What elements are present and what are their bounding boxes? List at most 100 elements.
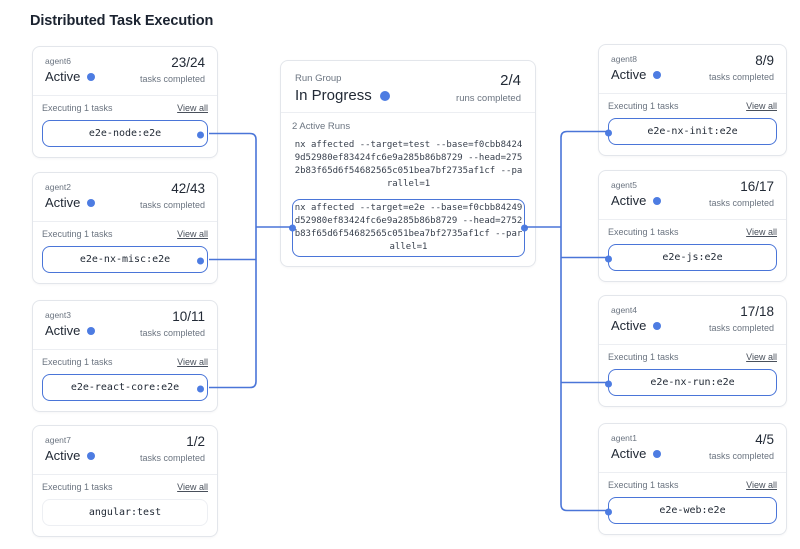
tasks-caption: tasks completed <box>139 453 205 463</box>
agent-name: agent7 <box>45 435 71 445</box>
task-pill[interactable]: e2e-node:e2e <box>42 120 208 147</box>
connector-dot <box>197 385 204 392</box>
executing-label: Executing 1 tasks <box>42 229 113 239</box>
connector-dot <box>605 380 612 387</box>
view-all-link[interactable]: View all <box>177 229 208 239</box>
agent-card-agent7: agent7 Active 1/2 tasks completed Execut… <box>32 425 218 537</box>
run-command-text: nx affected --target=e2e --base=f0cbb842… <box>294 203 523 252</box>
view-all-link[interactable]: View all <box>746 352 777 362</box>
agent-card-agent5: agent5 Active 16/17 tasks completed Exec… <box>598 170 787 282</box>
runs-caption: runs completed <box>456 93 521 104</box>
run-group-status: In Progress <box>295 85 390 107</box>
agent-name: agent6 <box>45 56 71 66</box>
active-status-dot-icon <box>87 451 96 460</box>
connector-dot <box>605 508 612 515</box>
task-pill[interactable]: e2e-react-core:e2e <box>42 374 208 401</box>
agent-card-header: agent6 Active 23/24 tasks completed <box>33 47 217 96</box>
executing-label: Executing 1 tasks <box>42 103 113 113</box>
agent-name: agent2 <box>45 182 71 192</box>
task-pill[interactable]: angular:test <box>42 499 208 526</box>
tasks-caption: tasks completed <box>708 198 774 208</box>
agent-card-agent8: agent8 Active 8/9 tasks completed Execut… <box>598 44 787 156</box>
active-status-dot-icon <box>653 321 662 330</box>
agent-card-header: agent1 Active 4/5 tasks completed <box>599 424 786 473</box>
tasks-caption: tasks completed <box>139 200 205 210</box>
agent-status: Active <box>45 193 96 212</box>
agent-name: agent4 <box>611 305 637 315</box>
connector-dot <box>289 224 296 232</box>
agent-status-label: Active <box>45 323 81 338</box>
executing-label: Executing 1 tasks <box>608 227 679 237</box>
agent-card-agent2: agent2 Active 42/43 tasks completed Exec… <box>32 172 218 284</box>
agent-status: Active <box>45 67 96 86</box>
agent-status: Active <box>611 65 662 84</box>
view-all-link[interactable]: View all <box>746 101 777 111</box>
agent-card-agent6: agent6 Active 23/24 tasks completed Exec… <box>32 46 218 158</box>
agent-status-label: Active <box>611 318 647 333</box>
view-all-link[interactable]: View all <box>177 357 208 367</box>
active-status-dot-icon <box>653 449 662 458</box>
agent-card-agent3: agent3 Active 10/11 tasks completed Exec… <box>32 300 218 412</box>
connector-dot <box>197 131 204 138</box>
agent-status: Active <box>611 316 662 335</box>
task-pill[interactable]: e2e-web:e2e <box>608 497 777 524</box>
agent-name: agent1 <box>611 433 637 443</box>
active-status-dot-icon <box>87 198 96 207</box>
tasks-caption: tasks completed <box>708 451 774 461</box>
executing-label: Executing 1 tasks <box>608 101 679 111</box>
executing-label: Executing 1 tasks <box>42 482 113 492</box>
agent-name: agent5 <box>611 180 637 190</box>
executing-label: Executing 1 tasks <box>608 480 679 490</box>
runs-fraction: 2/4 <box>500 72 521 89</box>
view-all-link[interactable]: View all <box>746 227 777 237</box>
agent-card-header: agent7 Active 1/2 tasks completed <box>33 426 217 475</box>
agent-card-header: agent4 Active 17/18 tasks completed <box>599 296 786 345</box>
task-pill[interactable]: e2e-nx-run:e2e <box>608 369 777 396</box>
run-group-label: Run Group <box>295 73 342 84</box>
agent-status-label: Active <box>45 448 81 463</box>
agent-card-header: agent2 Active 42/43 tasks completed <box>33 173 217 222</box>
agent-card-header: agent8 Active 8/9 tasks completed <box>599 45 786 94</box>
connector-dot <box>521 224 528 232</box>
run-group-status-label: In Progress <box>295 87 372 104</box>
page-title: Distributed Task Execution <box>30 13 214 29</box>
task-pill[interactable]: e2e-js:e2e <box>608 244 777 271</box>
agent-status-label: Active <box>45 69 81 84</box>
active-status-dot-icon <box>87 72 96 81</box>
agent-status-label: Active <box>611 193 647 208</box>
view-all-link[interactable]: View all <box>177 482 208 492</box>
agent-card-header: agent5 Active 16/17 tasks completed <box>599 171 786 220</box>
view-all-link[interactable]: View all <box>177 103 208 113</box>
tasks-fraction: 42/43 <box>171 181 205 196</box>
tasks-fraction: 23/24 <box>171 55 205 70</box>
tasks-fraction: 10/11 <box>172 309 205 324</box>
agent-card-agent4: agent4 Active 17/18 tasks completed Exec… <box>598 295 787 407</box>
tasks-caption: tasks completed <box>139 74 205 84</box>
agent-status: Active <box>611 191 662 210</box>
run-command[interactable]: nx affected --target=test --base=f0cbb84… <box>292 136 525 194</box>
agent-status-label: Active <box>45 195 81 210</box>
connector-dot <box>197 257 204 264</box>
tasks-caption: tasks completed <box>708 72 774 82</box>
agent-card-header: agent3 Active 10/11 tasks completed <box>33 301 217 350</box>
tasks-caption: tasks completed <box>708 323 774 333</box>
run-group-card: Run Group In Progress 2/4 runs completed… <box>280 60 536 267</box>
agent-status-label: Active <box>611 446 647 461</box>
tasks-fraction: 8/9 <box>755 53 774 68</box>
agent-status: Active <box>611 444 662 463</box>
executing-label: Executing 1 tasks <box>42 357 113 367</box>
task-pill[interactable]: e2e-nx-misc:e2e <box>42 246 208 273</box>
run-command-text: nx affected --target=test --base=f0cbb84… <box>294 140 523 189</box>
view-all-link[interactable]: View all <box>746 480 777 490</box>
agent-name: agent3 <box>45 310 71 320</box>
run-group-header: Run Group In Progress 2/4 runs completed <box>281 61 535 113</box>
agent-status: Active <box>45 446 96 465</box>
task-pill[interactable]: e2e-nx-init:e2e <box>608 118 777 145</box>
run-command-highlighted[interactable]: nx affected --target=e2e --base=f0cbb842… <box>289 199 528 257</box>
tasks-caption: tasks completed <box>139 328 205 338</box>
tasks-fraction: 1/2 <box>186 434 205 449</box>
agent-name: agent8 <box>611 54 637 64</box>
tasks-fraction: 16/17 <box>740 179 774 194</box>
executing-label: Executing 1 tasks <box>608 352 679 362</box>
tasks-fraction: 4/5 <box>755 432 774 447</box>
